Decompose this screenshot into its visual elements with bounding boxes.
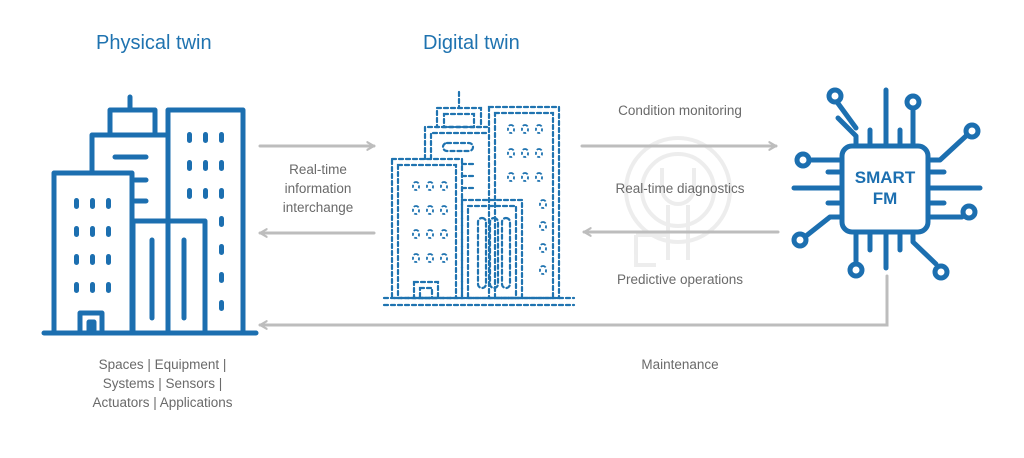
dashed-window [440, 253, 448, 263]
circuit-chip-icon [791, 87, 983, 281]
realtime-diagnostics-label: Real-time diagnostics [615, 181, 745, 196]
dashed-window [539, 243, 547, 253]
dashed-windows [412, 124, 547, 275]
window [106, 254, 111, 265]
window [219, 132, 224, 143]
dashed-building-icon [382, 90, 576, 307]
window [187, 160, 192, 171]
dashed-window [426, 253, 434, 263]
window [90, 198, 95, 209]
dashed-window [539, 199, 547, 209]
window [74, 254, 79, 265]
window [90, 226, 95, 237]
maintenance-label: Maintenance [641, 357, 719, 372]
window [74, 198, 79, 209]
dashed-window [507, 172, 515, 182]
interchange-label: Real-time information interchange [262, 160, 374, 217]
dashed-window [539, 265, 547, 275]
physical-twin-title: Physical twin [96, 32, 212, 54]
digital-twin-title: Digital twin [423, 32, 520, 54]
window [219, 216, 224, 227]
components-line-2: Systems | Sensors | [102, 376, 223, 391]
interchange-line-1: Real-time [289, 162, 347, 177]
maintenance-arrow [258, 274, 889, 325]
dashed-window [412, 181, 420, 191]
dashed-window [426, 229, 434, 239]
window [219, 244, 224, 255]
window [203, 132, 208, 143]
interchange-line-2: information [284, 181, 352, 196]
window [187, 132, 192, 143]
window [219, 188, 224, 199]
window [203, 188, 208, 199]
condition-monitoring-label: Condition monitoring [618, 103, 742, 118]
window [106, 198, 111, 209]
dashed-window [521, 172, 529, 182]
components-line-1: Spaces | Equipment | [98, 357, 227, 372]
window [106, 282, 111, 293]
dashed-window [535, 124, 543, 134]
window [219, 300, 224, 311]
dashed-window [539, 221, 547, 231]
dashed-window [412, 253, 420, 263]
dashed-window [440, 229, 448, 239]
components-line-3: Actuators | Applications [92, 395, 233, 410]
window [74, 226, 79, 237]
chip-line-2: FM [872, 189, 898, 208]
dashed-window [507, 148, 515, 158]
window [219, 272, 224, 283]
dashed-window [521, 148, 529, 158]
window [187, 188, 192, 199]
dashed-window [535, 172, 543, 182]
interchange-line-3: interchange [282, 200, 354, 215]
dashed-window [426, 181, 434, 191]
physical-components-label: Spaces | Equipment | Systems | Sensors |… [60, 355, 265, 412]
building-icon [41, 94, 259, 336]
smart-fm-label: SMART FM [842, 167, 928, 209]
window [90, 282, 95, 293]
dashed-window [412, 229, 420, 239]
window [74, 282, 79, 293]
dashed-window [507, 124, 515, 134]
window [203, 160, 208, 171]
dashed-window [426, 205, 434, 215]
dashed-window [535, 148, 543, 158]
building-windows [74, 132, 224, 311]
window [90, 254, 95, 265]
dashed-window [440, 181, 448, 191]
dashed-window [440, 205, 448, 215]
chip-line-1: SMART [854, 168, 916, 187]
window [106, 226, 111, 237]
dashed-window [521, 124, 529, 134]
gear-wrench-icon [624, 136, 732, 267]
predictive-operations-label: Predictive operations [616, 272, 744, 287]
window [219, 160, 224, 171]
dashed-window [412, 205, 420, 215]
